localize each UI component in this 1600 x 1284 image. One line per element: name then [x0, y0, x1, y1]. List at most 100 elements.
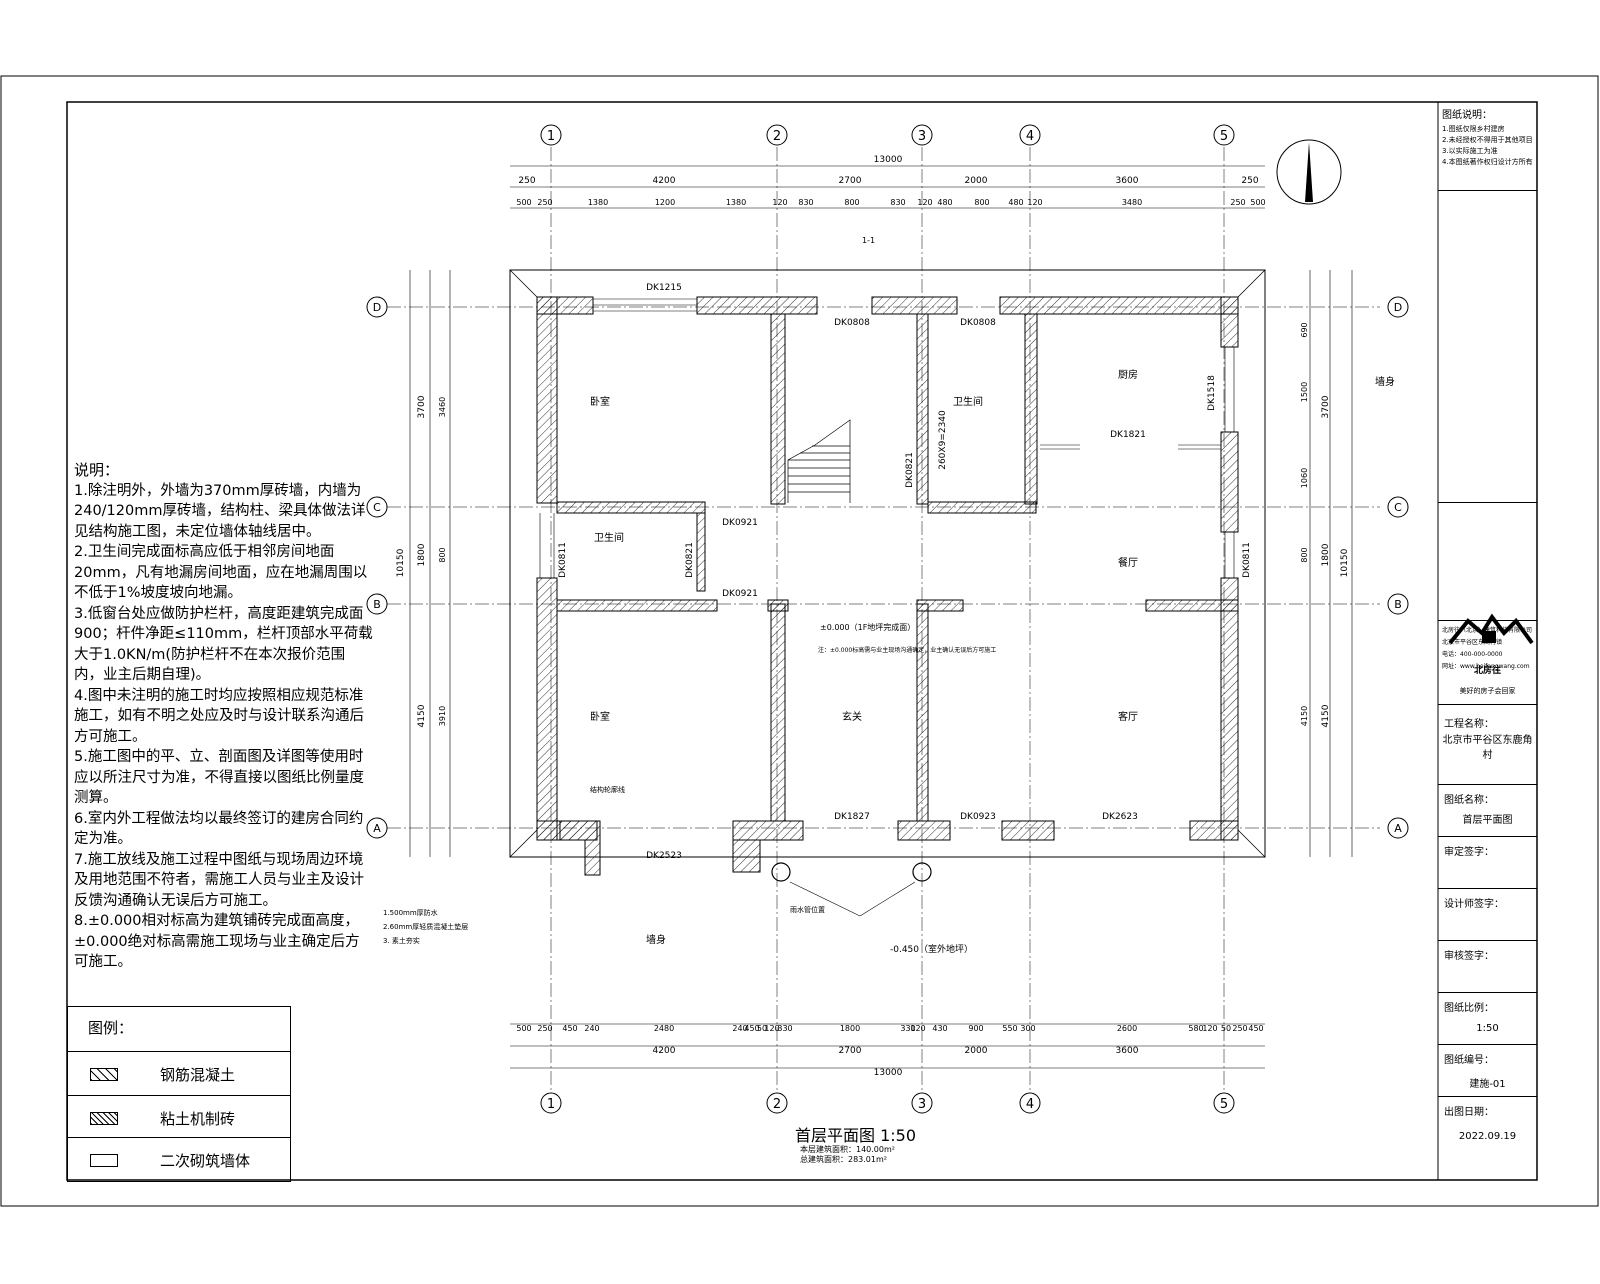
dim-detail-right: 800: [1300, 547, 1309, 562]
axis-label: 5: [1220, 1097, 1228, 1112]
north-arrow-icon: [1276, 139, 1342, 205]
structure-line-label: 结构轮廓线: [590, 785, 625, 794]
downspout-label: 雨水管位置: [790, 905, 825, 914]
dim-detail-top: 800: [974, 198, 989, 207]
dim-detail-right: 690: [1300, 322, 1309, 337]
axis-label: 2: [773, 129, 781, 144]
dim-detail-bottom: 50: [757, 1024, 767, 1033]
dim-detail-top: 480: [937, 198, 952, 207]
dim-span-top: 3600: [1116, 176, 1139, 186]
tb-note-line: 3.以实际施工为准: [1442, 147, 1498, 155]
dim-detail-top: 3480: [1122, 198, 1142, 207]
tb-scale: 图纸比例： 1:50: [1438, 992, 1537, 1045]
legend-row: 粘土机制砖: [68, 1095, 290, 1140]
company-line: 北房往（北京）建筑科技有限公司: [1442, 627, 1533, 634]
dim-detail-top: 120: [772, 198, 787, 207]
opening-tag: DK0821: [685, 542, 695, 578]
legend-label: 二次砌筑墙体: [160, 1152, 251, 1170]
axis-label: D: [1394, 301, 1402, 314]
secondary-wall-swatch-icon: [90, 1154, 118, 1167]
dim-detail-bottom: 120: [764, 1024, 779, 1033]
outer-border: [0, 75, 1599, 1207]
dim-detail-bottom: 120: [910, 1024, 925, 1033]
dim-edge: 250: [1241, 176, 1258, 186]
dim-span-top: 2000: [965, 176, 988, 186]
dim-detail-left: 800: [438, 547, 447, 562]
legend-label: 粘土机制砖: [160, 1110, 236, 1128]
opening-tag: DK0921: [722, 589, 758, 599]
dim-detail-bottom: 450: [744, 1024, 759, 1033]
waterproof-layer: 1.500mm厚防水: [383, 908, 438, 917]
axis-label: 1: [547, 1097, 555, 1112]
tb-note-line: 1.图纸仅限乡村建房: [1442, 125, 1505, 133]
drawing-scale-text: 1:50: [880, 1126, 917, 1145]
date-value: 2022.09.19: [1458, 1131, 1517, 1142]
dim-span-left: 4150: [417, 704, 427, 727]
tb-date: 出图日期： 2022.09.19: [1438, 1096, 1537, 1181]
general-notes: 说明： 1.除注明外，外墙为370mm厚砖墙，内墙为240/120mm厚砖墙，结…: [74, 460, 374, 973]
axis-bubble: [911, 124, 933, 146]
eave-outline: [509, 269, 1266, 858]
logo-name: 北房往: [1473, 666, 1501, 676]
room-label-foyer: 玄关: [842, 710, 862, 723]
room-label-kitchen: 厨房: [1118, 368, 1138, 381]
elevation-mark: ±0.000（1F地坪完成面）: [820, 622, 915, 632]
notes-title: 说明：: [74, 461, 120, 479]
review-label: 审定签字：: [1444, 847, 1494, 858]
dim-detail-bottom: 240: [584, 1024, 599, 1033]
legend-row: 二次砌筑墙体: [68, 1137, 290, 1181]
dim-detail-top: 250: [1230, 198, 1245, 207]
scale-value: 1:50: [1476, 1023, 1499, 1034]
dim-detail-left: 3910: [438, 706, 447, 726]
porch-pier: [732, 839, 761, 873]
stair: [787, 419, 851, 503]
eave-corners: [509, 269, 1266, 858]
opening-tag: DK0923: [960, 812, 996, 822]
dim-detail-bottom: 900: [968, 1024, 983, 1033]
dim-detail-bottom: 300: [1020, 1024, 1035, 1033]
room-label-bedroom: 卧室: [590, 395, 610, 408]
axis-bubble: [1387, 296, 1409, 318]
axis-bubble: [1019, 1092, 1041, 1114]
legend-title: 图例：: [88, 1019, 134, 1037]
dim-detail-top: 800: [844, 198, 859, 207]
elevation-outdoor: -0.450（室外地坪）: [890, 943, 973, 955]
note-item: 4.图中未注明的施工时均应按照相应规范标准施工，如有不明之处应及时与设计联系沟通…: [74, 687, 364, 745]
dim-detail-bottom: 450: [562, 1024, 577, 1033]
axis-bubble: [766, 124, 788, 146]
axis-bubble: [1387, 817, 1409, 839]
axis-bubble: [366, 296, 388, 318]
axis-label: 2: [773, 1097, 781, 1112]
dim-edge: 250: [518, 176, 535, 186]
axis-label: 1: [547, 129, 555, 144]
drawing-title-text: 首层平面图: [795, 1126, 876, 1145]
drawing-title: 首层平面图 1:50: [795, 1122, 916, 1146]
section-mark: 1-1: [862, 236, 875, 245]
dim-total-left: 10150: [396, 548, 406, 577]
opening-tag: DK0921: [722, 518, 758, 528]
dim-total-right: 10150: [1340, 548, 1350, 577]
tb-note-line: 2.未经授权不得用于其他项目: [1442, 136, 1533, 144]
waterproof-layer: 2.60mm厚轻质混凝土垫层: [383, 922, 468, 931]
dim-span-right: 3700: [1321, 395, 1331, 418]
axis-label: 4: [1026, 129, 1034, 144]
dim-detail-top: 120: [917, 198, 932, 207]
wall-tag: 墙身: [646, 933, 666, 946]
dim-detail-bottom: 580: [1188, 1024, 1203, 1033]
dim-detail-top: 830: [890, 198, 905, 207]
axis-bubble: [1387, 496, 1409, 518]
axis-bubble: [366, 593, 388, 615]
walls: [536, 296, 1239, 841]
opening-tag: DK1821: [1110, 430, 1146, 440]
wall-tag: 墙身: [1375, 375, 1395, 388]
dim-detail-bottom: 430: [932, 1024, 947, 1033]
company-line: 电话：400-000-0000: [1442, 651, 1503, 658]
dim-detail-top: 1380: [588, 198, 608, 207]
axis-bubble: [1213, 124, 1235, 146]
inner-border: [66, 101, 1538, 1181]
scale-label: 图纸比例：: [1444, 1003, 1494, 1014]
area-this-floor: 本层建筑面积：140.00m²: [800, 1145, 895, 1154]
